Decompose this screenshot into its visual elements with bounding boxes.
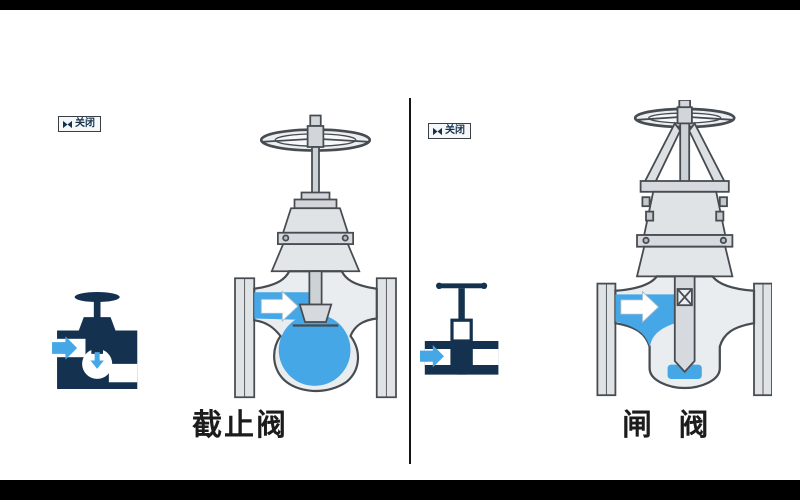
closed-badge-label: 关闭 <box>75 118 95 129</box>
gate-valve-cross-section <box>596 100 772 397</box>
flow-direction-arrow <box>620 290 660 324</box>
panel-divider-line <box>409 98 411 464</box>
globe-valve-symbol-icon <box>52 292 138 389</box>
valve-symbol-icon <box>63 120 72 128</box>
gate-valve-symbol-icon <box>420 282 499 375</box>
globe-valve-label: 截止阀 <box>192 408 288 443</box>
closed-status-badge-left: 关闭 <box>58 116 101 132</box>
inlet-flow-arrow <box>52 336 78 360</box>
globe-valve-cross-section <box>234 114 397 399</box>
bottom-letterbox-bar <box>0 480 800 500</box>
flow-direction-arrow <box>260 290 299 323</box>
closed-badge-label: 关闭 <box>445 125 465 136</box>
gate-valve-label: 闸 阀 <box>622 408 717 443</box>
top-letterbox-bar <box>0 0 800 10</box>
valve-symbol-icon <box>433 127 442 135</box>
closed-status-badge-right: 关闭 <box>428 123 471 139</box>
inlet-flow-arrow <box>420 345 444 368</box>
